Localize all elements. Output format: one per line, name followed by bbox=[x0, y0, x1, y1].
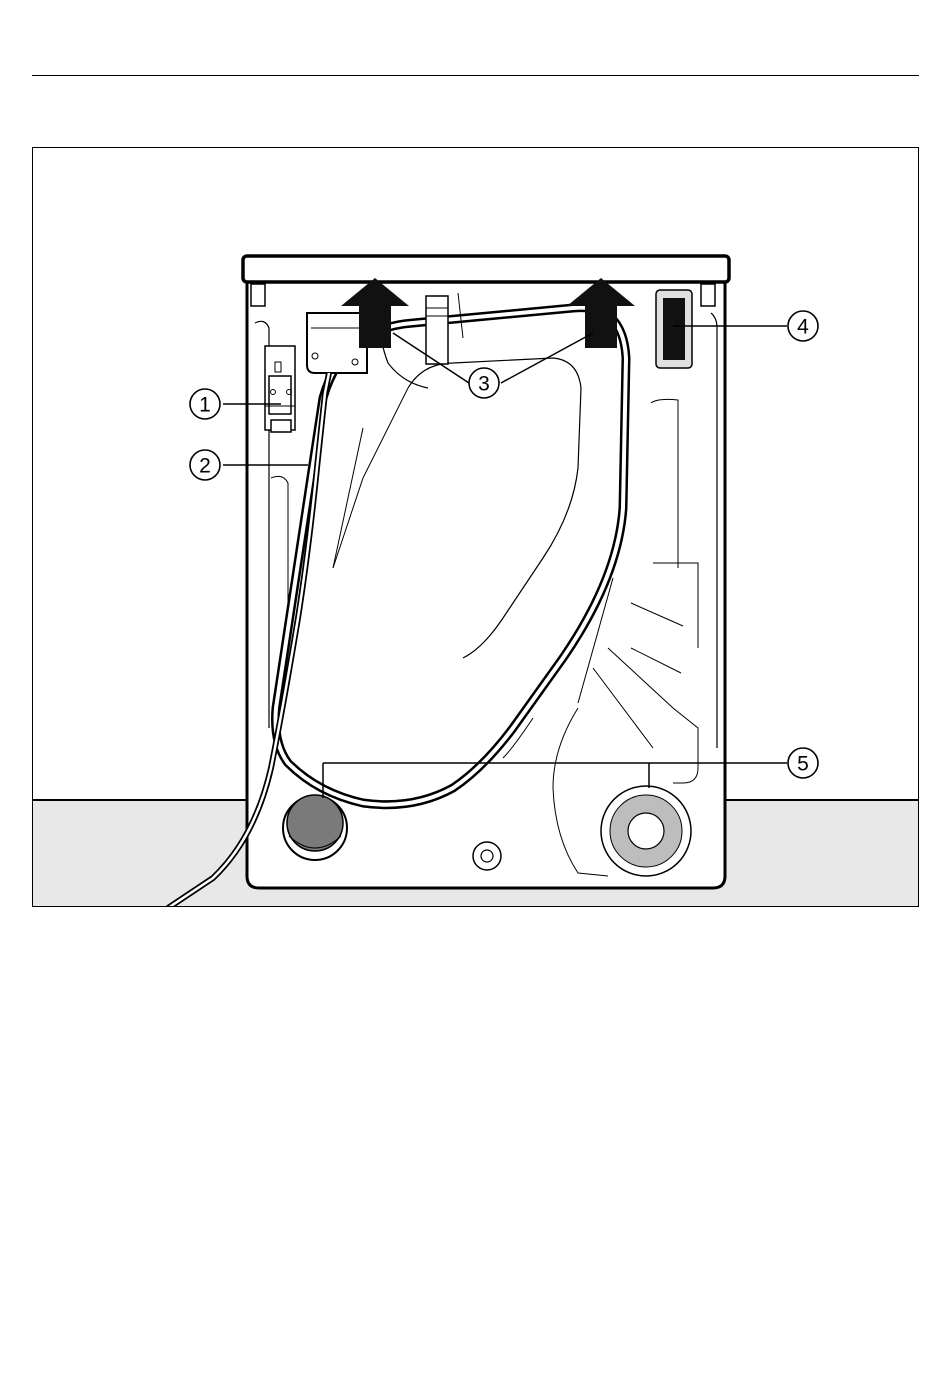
junction-box bbox=[307, 313, 367, 373]
callout-1: 1 bbox=[190, 389, 220, 419]
callout-4-label: 4 bbox=[797, 316, 809, 339]
hinge-left bbox=[251, 284, 265, 306]
callout-5: 5 bbox=[788, 748, 818, 778]
callout-1-label: 1 bbox=[199, 394, 211, 417]
appliance-rear-diagram: 1 2 3 4 5 bbox=[32, 147, 919, 907]
callout-3: 3 bbox=[469, 368, 499, 398]
machine-lid bbox=[243, 256, 729, 282]
header-rule bbox=[32, 75, 919, 76]
diagram-canvas: 1 2 3 4 5 bbox=[33, 148, 919, 907]
foot-left bbox=[287, 795, 343, 851]
callout-2-label: 2 bbox=[199, 455, 211, 478]
callout-5-label: 5 bbox=[797, 753, 809, 776]
callout-2: 2 bbox=[190, 450, 220, 480]
callout-3-label: 3 bbox=[478, 373, 490, 396]
callout-4: 4 bbox=[788, 311, 818, 341]
hinge-right bbox=[701, 284, 715, 306]
top-hose-connector bbox=[426, 296, 448, 364]
